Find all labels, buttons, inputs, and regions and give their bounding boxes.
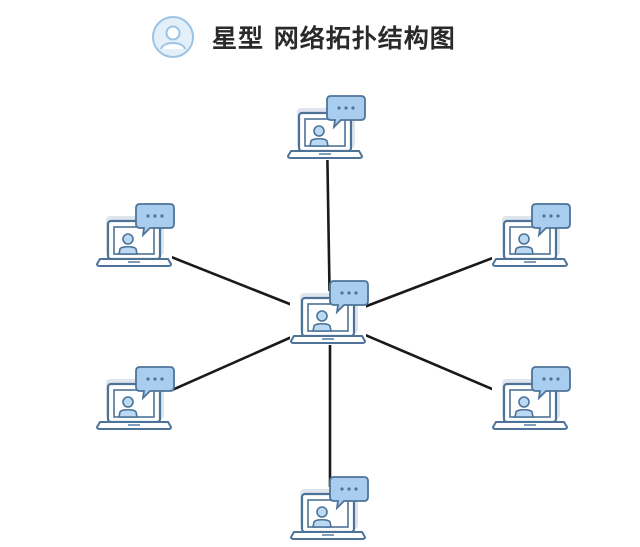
laptop-node-upper-left [95,202,176,268]
diagram-title: 星型 网络拓扑结构图 [212,24,456,53]
laptop-node-bottom [289,475,370,541]
laptop-node-upper-right [491,202,572,268]
laptop-node-top [286,94,367,160]
user-avatar-icon [152,16,194,58]
laptop-node-lower-right [491,365,572,431]
laptop-node-center [289,279,370,345]
nodes-layer [95,94,572,541]
laptop-node-lower-left [95,365,176,431]
diagram-header: 星型 网络拓扑结构图 [150,10,456,64]
